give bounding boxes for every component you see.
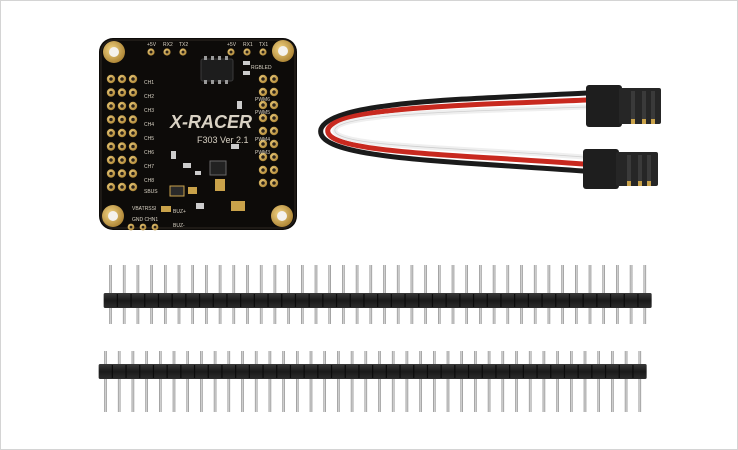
label-pwm5: PWM5 [255, 110, 270, 116]
label-pwm6: PWM6 [255, 97, 270, 103]
label-top-rx1: RX1 [243, 42, 253, 48]
label-buz-minus: BUZ- [173, 223, 185, 229]
label-ch2: CH2 [144, 94, 154, 100]
label-top-5v-2: +5V [227, 42, 237, 48]
label-pwm4: PWM4 [255, 137, 270, 143]
eeprom-chip [200, 58, 234, 82]
label-ch8: CH8 [144, 178, 154, 184]
label-top-5v: +5V [147, 42, 157, 48]
mounting-holes [102, 40, 294, 227]
label-top-rx2: RX2 [163, 42, 173, 48]
label-pwm3: PWM3 [255, 150, 270, 156]
label-ch1: CH1 [144, 80, 154, 86]
smd-components [161, 61, 250, 212]
label-ch5: CH5 [144, 136, 154, 142]
label-top-tx2: TX2 [179, 42, 188, 48]
flight-controller-board: X-RACER F303 Ver 2.1 CH1 CH2 CH3 CH4 CH5… [99, 38, 297, 231]
pin-header-strip-upper [103, 265, 652, 324]
servo-cable [318, 85, 661, 189]
board-version: F303 Ver 2.1 [197, 135, 249, 145]
pin-header-strip-lower [98, 351, 647, 412]
servo-connector-upper [586, 85, 661, 127]
label-gnd-chn1: GND CHN1 [132, 217, 158, 223]
servo-connector-lower [583, 149, 658, 189]
label-sbus: SBUS [144, 189, 158, 195]
label-rgb-led: RGBLED [251, 65, 272, 71]
label-ch4: CH4 [144, 122, 154, 128]
pcb-body [99, 38, 297, 230]
label-ch7: CH7 [144, 164, 154, 170]
label-buz-plus: BUZ+ [173, 209, 186, 215]
label-ch3: CH3 [144, 108, 154, 114]
board-pads [106, 48, 279, 231]
board-logo: X-RACER [169, 112, 252, 132]
label-vbat: VBATRSSI [132, 206, 156, 212]
label-top-tx1: TX1 [259, 42, 268, 48]
label-ch6: CH6 [144, 150, 154, 156]
